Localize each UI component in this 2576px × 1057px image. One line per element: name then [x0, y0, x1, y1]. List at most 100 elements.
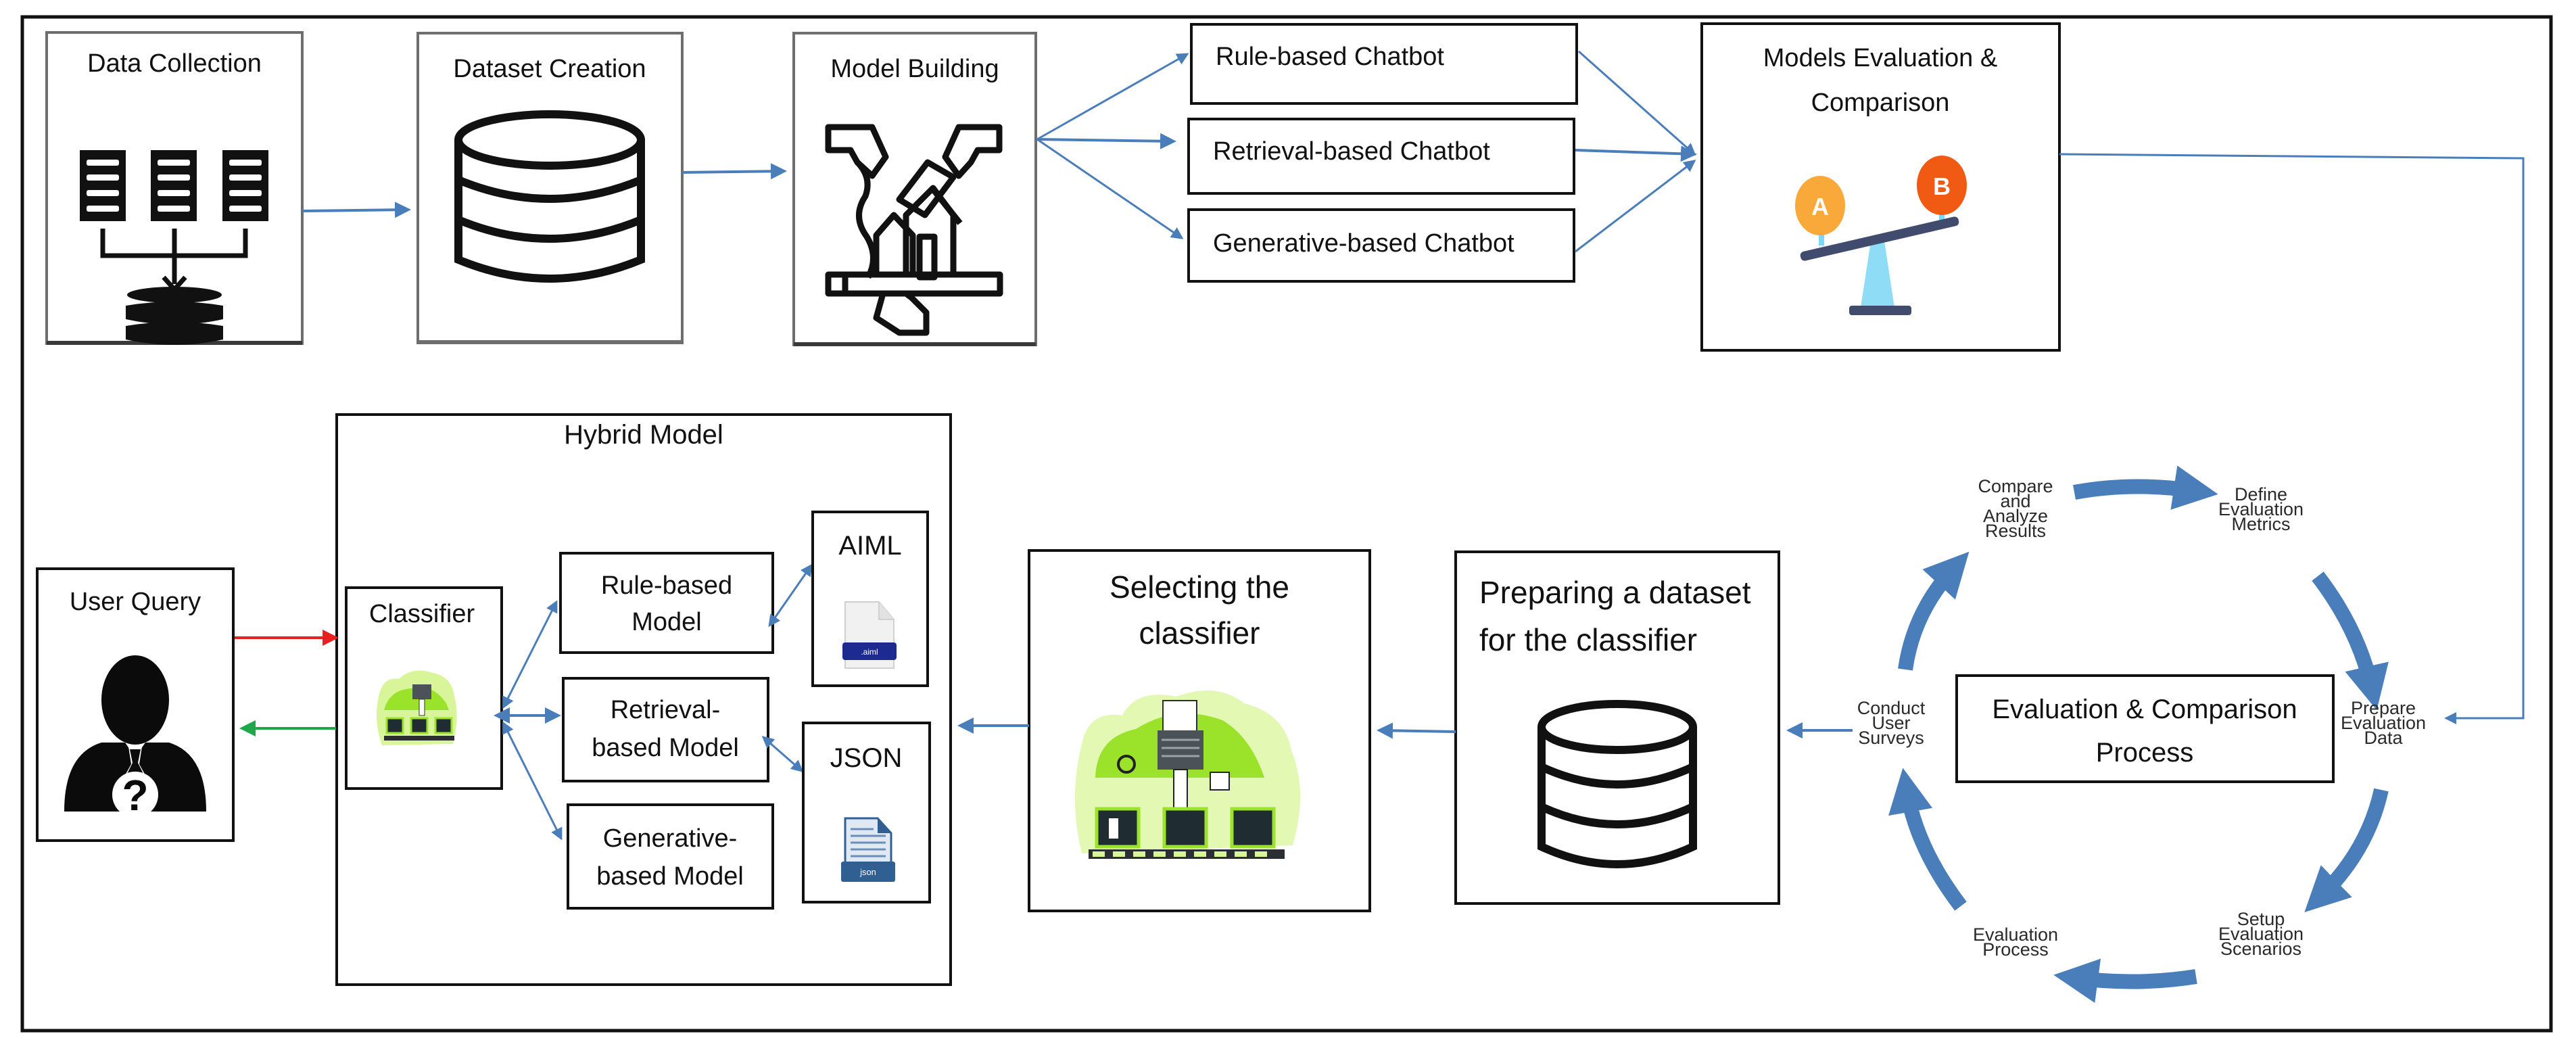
retrieval-based-chatbot-label: Retrieval-based Chatbot — [1213, 137, 1490, 166]
database-icon — [454, 110, 645, 283]
model-building-box[interactable]: Model Building — [792, 32, 1037, 346]
cycle-step-text: Scenarios — [2220, 939, 2301, 959]
selecting-classifier-label-line2: classifier — [1139, 615, 1260, 651]
data-sources-icon — [80, 150, 268, 345]
retrieval-based-model-box[interactable]: Retrieval- based Model — [562, 677, 769, 782]
rule-based-model-label-line2: Model — [631, 608, 702, 636]
generative-based-chatbot-label: Generative-based Chatbot — [1213, 229, 1514, 258]
cycle-step-evalproc: Evaluation Process — [1973, 924, 2058, 960]
json-box[interactable]: JSON json — [802, 722, 931, 903]
generative-based-model-box[interactable]: Generative- based Model — [567, 803, 774, 910]
cycle-step-text: Define — [2235, 484, 2287, 504]
aiml-label: AIML — [838, 531, 901, 561]
model-building-hands-icon — [825, 124, 1003, 336]
database-icon — [1537, 700, 1697, 868]
preparing-dataset-label-line1: Preparing a dataset — [1479, 575, 1751, 610]
arrow-to-retrieval-chatbot — [1036, 133, 1176, 149]
user-query-box[interactable]: User Query ? — [36, 567, 235, 842]
hybrid-model-title: Hybrid Model — [564, 420, 723, 450]
cycle-step-text: ? — [122, 771, 148, 820]
balance-scale-icon: A B — [1795, 156, 1967, 315]
arrow-retrieval-to-evaluation — [1575, 145, 1697, 162]
evaluation-process-center-box[interactable]: Evaluation & Comparison Process — [1955, 674, 2335, 783]
scale-b-label: B — [1933, 172, 1951, 200]
classifier-box[interactable]: Classifier — [345, 586, 503, 790]
user-query-label: User Query — [70, 588, 201, 616]
dataset-creation-box[interactable]: Dataset Creation — [416, 32, 684, 344]
outer-frame — [20, 15, 2553, 1033]
retrieval-based-chatbot-box[interactable]: Retrieval-based Chatbot — [1187, 118, 1575, 195]
selecting-classifier-box[interactable]: Selecting the classifier — [1028, 549, 1371, 912]
scale-a-label: A — [1811, 193, 1829, 220]
arrow-rule-model-aiml — [768, 563, 813, 628]
cycle-arrow-surveys-to-compare — [1898, 551, 1970, 671]
json-label: JSON — [830, 743, 903, 773]
aiml-box[interactable]: AIML .aiml — [811, 511, 929, 687]
retrieval-based-model-label-line1: Retrieval- — [611, 696, 721, 724]
arrow-collection-to-dataset — [302, 202, 411, 218]
preparing-dataset-label-line2: for the classifier — [1479, 622, 1697, 657]
models-evaluation-label-line2: Comparison — [1811, 89, 1950, 117]
rule-based-model-box[interactable]: Rule-based Model — [559, 552, 774, 654]
cycle-step-define: Define Evaluation Metrics — [2218, 484, 2304, 534]
generative-based-model-label-line2: based Model — [596, 862, 744, 891]
cycle-step-setup: Setup Evaluation Scenarios — [2218, 909, 2304, 959]
models-evaluation-label-line1: Models Evaluation & — [1763, 44, 1997, 72]
rule-based-chatbot-box[interactable]: Rule-based Chatbot — [1190, 23, 1578, 105]
aiml-extension: .aiml — [861, 647, 878, 657]
arrow-dataset-to-model — [682, 163, 787, 180]
cycle-step-text: Setup — [2237, 909, 2285, 929]
rule-based-chatbot-label: Rule-based Chatbot — [1216, 43, 1444, 71]
arrow-classifier-rule-model — [502, 600, 558, 709]
json-file-icon: json — [841, 817, 895, 882]
evaluation-process-label-line2: Process — [2096, 738, 2194, 768]
cycle-step-text: Evaluation — [2218, 499, 2304, 519]
retrieval-based-model-label-line2: based Model — [592, 734, 739, 762]
json-extension: json — [859, 867, 876, 877]
model-building-label: Model Building — [830, 55, 999, 83]
cycle-step-text: Compare — [1978, 476, 2053, 496]
cycle-step-text: Evaluation — [2341, 713, 2426, 733]
arrow-retrieval-model-json — [761, 736, 804, 772]
evaluation-cycle: Compare and Analyze Results Define Evalu… — [1857, 465, 2426, 1004]
cycle-step-text: User — [1871, 713, 1910, 733]
evaluation-process-label-line1: Evaluation & Comparison — [1992, 695, 2297, 724]
cycle-step-text: and — [2000, 491, 2030, 511]
cycle-step-text: Evaluation — [2218, 924, 2304, 944]
generative-based-model-label-line1: Generative- — [603, 824, 738, 853]
classifier-mini-icon — [376, 670, 457, 745]
arrow-classifier-generative-model — [502, 721, 563, 841]
arrow-to-rule-chatbot — [1036, 53, 1189, 141]
generative-based-chatbot-box[interactable]: Generative-based Chatbot — [1187, 208, 1575, 283]
cycle-step-surveys: Conduct User Surveys — [1857, 698, 1926, 748]
data-collection-box[interactable]: Data Collection — [45, 31, 304, 345]
cycle-step-compare: Compare and Analyze Results — [1978, 476, 2053, 541]
selecting-classifier-label-line1: Selecting the — [1110, 569, 1289, 605]
cycle-step-text: Data — [2364, 728, 2403, 748]
aiml-file-icon: .aiml — [842, 601, 897, 669]
arrow-evaluation-to-cycle — [2059, 153, 2525, 724]
preparing-dataset-box[interactable]: Preparing a dataset for the classifier — [1454, 550, 1780, 905]
cycle-arrow-compare-to-define — [2073, 465, 2218, 510]
classifier-label: Classifier — [369, 600, 475, 628]
user-question-icon: ? — [64, 655, 206, 820]
cycle-step-text: Analyze — [1983, 506, 2048, 526]
cycle-arrow-define-to-prepare — [2312, 571, 2389, 711]
cycle-step-text: Prepare — [2351, 698, 2416, 718]
data-collection-label: Data Collection — [87, 49, 262, 78]
cycle-step-text: Metrics — [2232, 514, 2291, 534]
cycle-step-text: Surveys — [1858, 728, 1924, 748]
cycle-arrow-prepare-to-setup — [2304, 788, 2389, 913]
rule-based-model-label-line1: Rule-based — [601, 571, 732, 600]
arrow-preparing-to-selecting — [1377, 722, 1456, 739]
cycle-step-text: Results — [1985, 521, 2046, 541]
models-evaluation-box[interactable]: Models Evaluation & Comparison A B — [1700, 22, 2061, 352]
cycle-arrow-evalproc-to-surveys — [1888, 768, 1967, 911]
dataset-creation-label: Dataset Creation — [453, 55, 646, 83]
cycle-step-text: Process — [1982, 939, 2049, 960]
classifier-machine-icon — [1075, 690, 1301, 859]
cycle-arrow-setup-to-evalproc — [2053, 958, 2197, 1004]
cycle-step-prepare: Prepare Evaluation Data — [2341, 698, 2426, 748]
cycle-step-text: Conduct — [1857, 698, 1926, 718]
arrow-rule-to-evaluation — [1578, 50, 1696, 156]
